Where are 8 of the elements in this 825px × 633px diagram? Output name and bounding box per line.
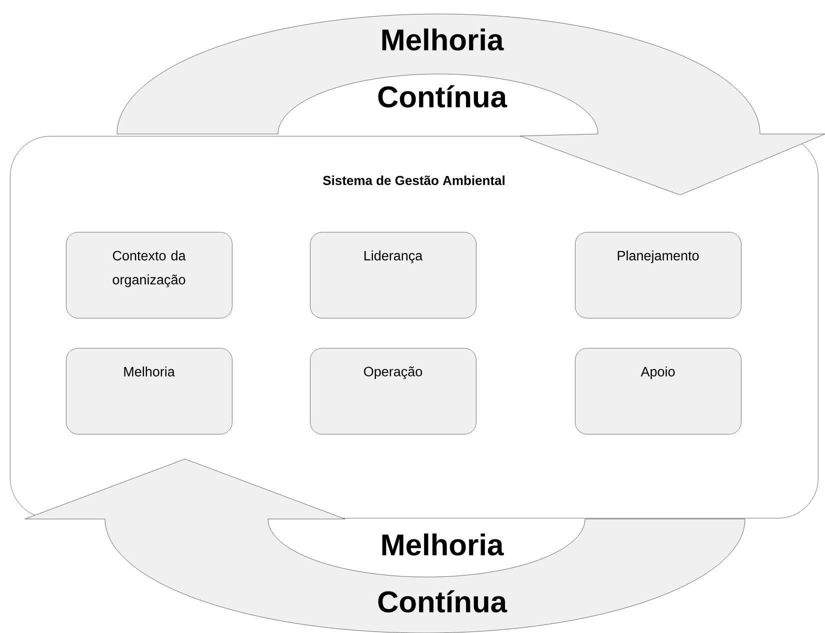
process-box: Liderança xyxy=(310,232,476,318)
process-box: Contexto da organização xyxy=(66,232,232,318)
process-box: Planejamento xyxy=(575,232,742,318)
process-box: Melhoria xyxy=(66,348,232,434)
arrow-label: Melhoria Contínua xyxy=(378,28,508,108)
arrow-label: Melhoria Contínua xyxy=(378,533,508,613)
process-box: Operação xyxy=(310,348,476,434)
process-box: Apoio xyxy=(575,348,742,434)
